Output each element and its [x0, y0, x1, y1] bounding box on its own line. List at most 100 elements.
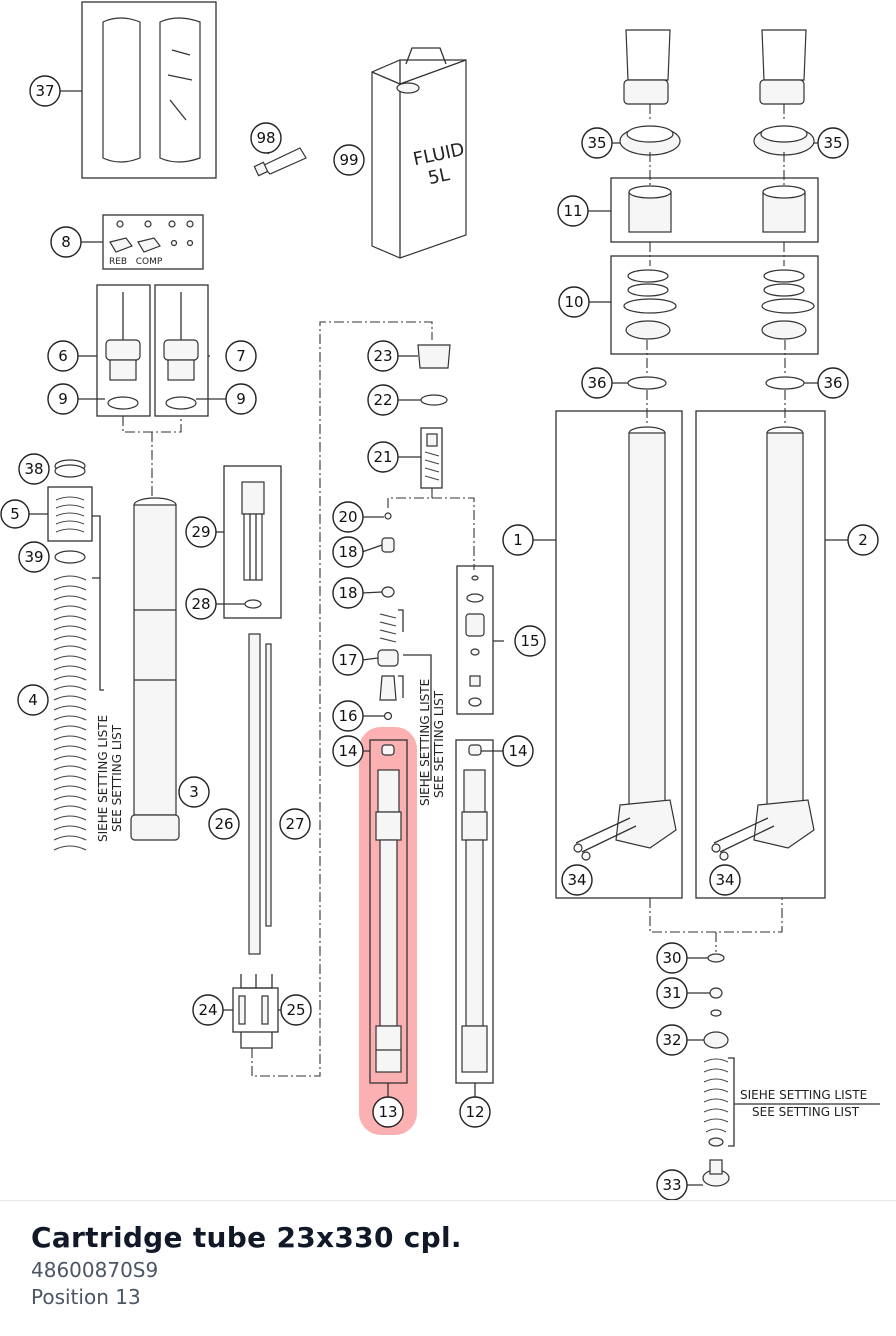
- callout-2[interactable]: 2: [847, 524, 879, 556]
- callout-22[interactable]: 22: [367, 384, 399, 416]
- part-20-ball[interactable]: [384, 512, 392, 520]
- callout-12[interactable]: 12: [459, 1096, 491, 1128]
- callout-7[interactable]: 7: [225, 340, 257, 372]
- callout-10[interactable]: 10: [558, 286, 590, 318]
- callout-25[interactable]: 25: [280, 994, 312, 1026]
- callout-4[interactable]: 4: [17, 684, 49, 716]
- part-21-check-valve[interactable]: [420, 427, 443, 489]
- part-98-grease-tube[interactable]: [253, 147, 307, 177]
- callout-28[interactable]: 28: [185, 588, 217, 620]
- part-23-base-valve-housing[interactable]: [417, 344, 451, 369]
- callout-16[interactable]: 16: [332, 700, 364, 732]
- setting-note-de-right: SIEHE SETTING LISTE: [740, 1088, 867, 1102]
- callout-34-left[interactable]: 34: [561, 864, 593, 896]
- callout-98[interactable]: 98: [250, 122, 282, 154]
- part-27-adjuster-rod[interactable]: [265, 643, 272, 927]
- part-39-spring-washer[interactable]: [54, 550, 86, 564]
- part-35-clamp-right[interactable]: [753, 125, 815, 156]
- callout-14-left[interactable]: 14: [332, 735, 364, 767]
- svg-text:37: 37: [35, 82, 54, 100]
- svg-text:30: 30: [662, 949, 681, 967]
- callout-18-top[interactable]: 18: [332, 536, 364, 568]
- callout-34-right[interactable]: 34: [709, 864, 741, 896]
- callout-30[interactable]: 30: [656, 942, 688, 974]
- callout-31[interactable]: 31: [656, 977, 688, 1009]
- callout-15[interactable]: 15: [514, 625, 546, 657]
- callout-23[interactable]: 23: [367, 340, 399, 372]
- svg-text:16: 16: [338, 707, 357, 725]
- part-12-cartridge-tube-right[interactable]: [455, 739, 494, 1084]
- part-33-base-valve[interactable]: [702, 1159, 730, 1187]
- part-10-seal-kit[interactable]: [610, 255, 819, 355]
- callout-11[interactable]: 11: [557, 195, 589, 227]
- callout-6[interactable]: 6: [47, 340, 79, 372]
- callout-35-left[interactable]: 35: [581, 127, 613, 159]
- part-99-fork-oil-can[interactable]: FLUID 5L: [371, 47, 467, 259]
- svg-text:38: 38: [24, 460, 43, 478]
- part-22-o-ring[interactable]: [420, 394, 448, 406]
- part-24-25-needle-set[interactable]: [232, 974, 279, 1049]
- part-11-bushing-set[interactable]: [610, 177, 819, 243]
- callout-21[interactable]: 21: [367, 441, 399, 473]
- part-5-preload-spacer[interactable]: [47, 486, 93, 542]
- callout-14-right[interactable]: 14: [502, 735, 534, 767]
- callout-18-bottom[interactable]: 18: [332, 577, 364, 609]
- svg-text:2: 2: [858, 531, 868, 549]
- callout-3[interactable]: 3: [178, 776, 210, 808]
- svg-text:22: 22: [373, 391, 392, 409]
- part-7-fork-cap-compression[interactable]: [154, 284, 209, 417]
- part-28-o-ring[interactable]: [244, 599, 262, 609]
- part-30-valve-seat[interactable]: [707, 953, 725, 963]
- callout-32[interactable]: 32: [656, 1024, 688, 1056]
- callout-36-left[interactable]: 36: [581, 367, 613, 399]
- part-38-spring-seat[interactable]: [54, 459, 86, 478]
- svg-text:31: 31: [662, 984, 681, 1002]
- part-6-fork-cap-rebound[interactable]: [96, 284, 151, 417]
- callout-29[interactable]: 29: [185, 516, 217, 548]
- part-26-piston-rod[interactable]: [248, 633, 261, 955]
- part-2-inner-tube-right[interactable]: [695, 410, 826, 899]
- callout-38[interactable]: 38: [18, 453, 50, 485]
- part-37-sticker-kit[interactable]: [81, 1, 217, 179]
- callout-5[interactable]: 5: [0, 499, 30, 529]
- callout-35-right[interactable]: 35: [817, 127, 849, 159]
- svg-text:15: 15: [520, 632, 539, 650]
- part-35-clamp-left[interactable]: [619, 125, 681, 156]
- callout-24[interactable]: 24: [192, 994, 224, 1026]
- part-14-bushing-left[interactable]: [381, 744, 395, 756]
- part-14-bushing-right[interactable]: [468, 744, 482, 756]
- part-32-bottom-piston[interactable]: [703, 1031, 729, 1049]
- part-13-cartridge-tube[interactable]: [369, 739, 408, 1084]
- svg-text:34: 34: [715, 871, 734, 889]
- callout-26[interactable]: 26: [208, 808, 240, 840]
- part-3-outer-tube[interactable]: [130, 497, 180, 841]
- part-18-valve-body[interactable]: [381, 537, 395, 553]
- callout-9-left[interactable]: 9: [47, 383, 79, 415]
- svg-text:9: 9: [58, 390, 68, 408]
- callout-13[interactable]: 13: [372, 1096, 404, 1128]
- callout-27[interactable]: 27: [279, 808, 311, 840]
- callout-1[interactable]: 1: [502, 524, 534, 556]
- part-36-o-ring-right[interactable]: [765, 376, 805, 390]
- callout-37[interactable]: 37: [29, 75, 61, 107]
- part-36-o-ring-left[interactable]: [627, 376, 667, 390]
- part-1-inner-tube-left[interactable]: [555, 410, 683, 899]
- callout-8[interactable]: 8: [50, 226, 82, 258]
- svg-text:7: 7: [236, 347, 246, 365]
- part-18-valve-nut[interactable]: [381, 586, 395, 598]
- part-4-fork-spring[interactable]: [53, 575, 87, 851]
- callout-20[interactable]: 20: [332, 501, 364, 533]
- callout-9-right[interactable]: 9: [225, 383, 257, 415]
- part-16-washer[interactable]: [383, 711, 393, 721]
- part-17-mid-valve-stack[interactable]: [377, 609, 432, 781]
- part-15-base-valve-assembly[interactable]: [456, 565, 494, 715]
- svg-text:33: 33: [662, 1176, 681, 1194]
- part-8-adjuster-knob-set[interactable]: REB COMP: [102, 214, 204, 270]
- callout-17[interactable]: 17: [332, 644, 364, 676]
- callout-33[interactable]: 33: [656, 1169, 688, 1200]
- part-29-piston-rod-assembly[interactable]: [223, 465, 282, 619]
- callout-39[interactable]: 39: [18, 541, 50, 573]
- callout-36-right[interactable]: 36: [817, 367, 849, 399]
- callout-99[interactable]: 99: [333, 144, 365, 176]
- part-31-valve-nut[interactable]: [709, 987, 723, 1017]
